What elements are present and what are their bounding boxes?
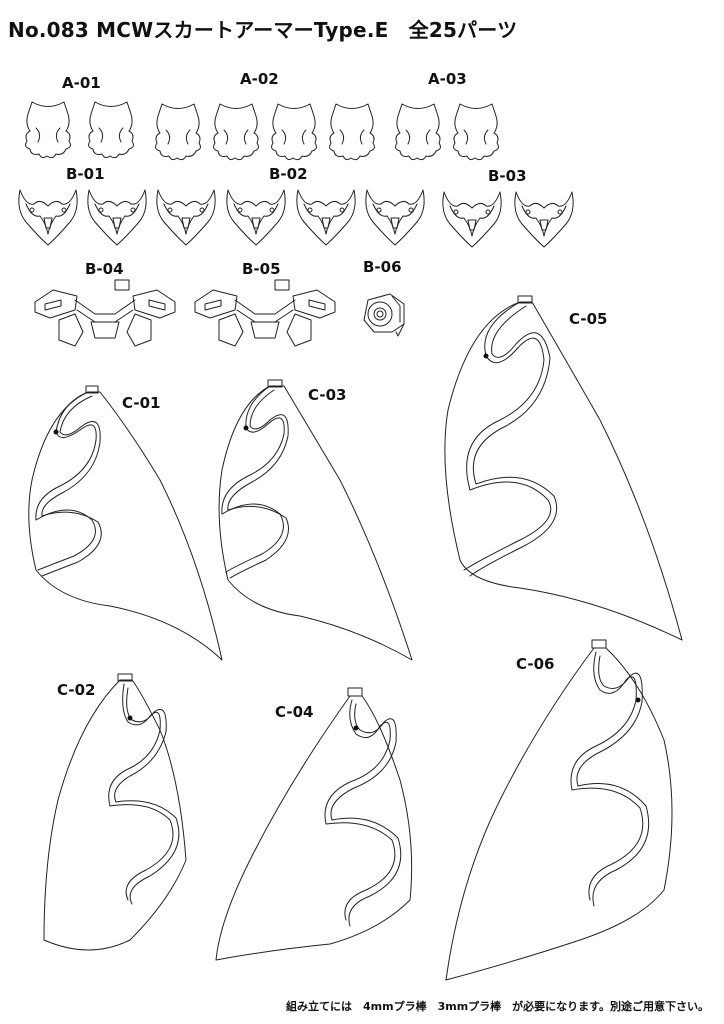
label-c-06: C-06 bbox=[516, 655, 555, 673]
label-b-06: B-06 bbox=[363, 258, 402, 276]
part-c-06 bbox=[445, 639, 673, 981]
footer-note: 組み立てには 4mmプラ棒 3mmプラ棒 が必要になります。別途ご用意下さい。 bbox=[286, 1000, 710, 1013]
label-c-02: C-02 bbox=[57, 681, 96, 699]
label-a-03: A-03 bbox=[428, 70, 467, 88]
label-b-01: B-01 bbox=[66, 165, 105, 183]
part-c-03 bbox=[218, 379, 413, 661]
part-a-02 bbox=[155, 103, 375, 161]
part-c-05 bbox=[444, 295, 683, 641]
part-c-04 bbox=[215, 687, 413, 961]
label-b-03: B-03 bbox=[488, 167, 527, 185]
label-a-02: A-02 bbox=[240, 70, 279, 88]
part-b-01 bbox=[18, 189, 147, 246]
part-b-04 bbox=[34, 279, 176, 347]
part-b-06 bbox=[363, 293, 405, 337]
label-b-02: B-02 bbox=[269, 165, 308, 183]
part-b-02 bbox=[156, 189, 425, 246]
label-c-05: C-05 bbox=[569, 310, 608, 328]
label-a-01: A-01 bbox=[62, 74, 101, 92]
part-b-03 bbox=[442, 191, 574, 248]
label-c-04: C-04 bbox=[275, 703, 314, 721]
label-b-05: B-05 bbox=[242, 260, 281, 278]
part-a-03 bbox=[395, 103, 499, 161]
label-c-01: C-01 bbox=[122, 394, 161, 412]
label-b-04: B-04 bbox=[85, 260, 124, 278]
part-c-02 bbox=[43, 673, 187, 951]
part-a-01 bbox=[25, 101, 134, 159]
label-c-03: C-03 bbox=[308, 386, 347, 404]
part-c-01 bbox=[28, 385, 223, 661]
sheet-title: No.083 MCWスカートアーマーType.E 全25パーツ bbox=[8, 18, 518, 42]
part-b-05 bbox=[194, 279, 336, 347]
